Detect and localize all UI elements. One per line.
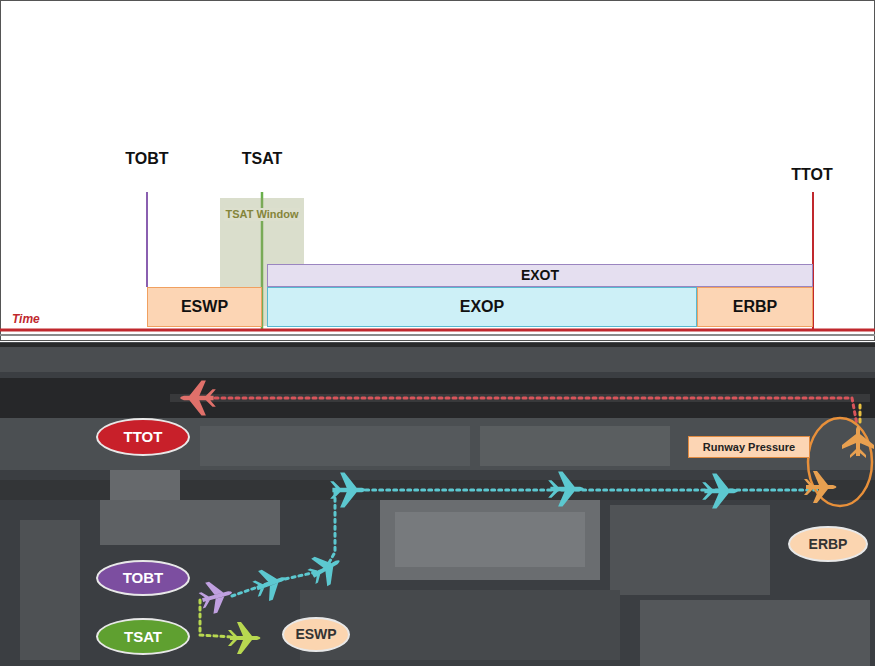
erbp-oval: ERBP <box>788 526 868 562</box>
time-axis-shadow <box>0 334 875 336</box>
tsat-oval: TSAT <box>96 618 190 655</box>
milestone-label: TOBT <box>125 150 168 168</box>
node-text: EXOP <box>460 298 504 316</box>
node-text: EXOT <box>521 267 559 283</box>
plane-icon <box>548 471 584 506</box>
node-text: Runway Pressure <box>703 441 795 454</box>
aircraft <box>180 380 874 654</box>
takeoff-path <box>215 398 857 425</box>
plane-icon <box>196 577 236 616</box>
node-text: ERBP <box>809 536 848 552</box>
node-text: TSAT Window <box>224 208 299 221</box>
time-axis <box>0 329 875 332</box>
node-text: ERBP <box>733 298 777 316</box>
tobt-oval: TOBT <box>96 560 190 596</box>
node-text: TTOT <box>124 428 163 445</box>
plane-icon <box>228 622 261 654</box>
taxi-paths <box>200 398 860 637</box>
ttot-oval: TTOT <box>96 418 190 456</box>
panel-border <box>1 1 875 341</box>
plane-icon <box>180 380 216 415</box>
taxi-path <box>232 490 825 596</box>
plane-icon <box>842 426 874 459</box>
node-text: TSAT <box>124 628 162 645</box>
plane-icon <box>250 563 291 604</box>
erbp-bar: ERBP <box>697 287 813 327</box>
exot-bar: EXOT <box>267 264 813 287</box>
node-text: TOBT <box>123 569 164 586</box>
tobt-marker <box>146 192 148 287</box>
exop-bar: EXOP <box>267 287 697 327</box>
plane-icon <box>330 472 366 507</box>
milestone-label: TSAT <box>242 150 283 168</box>
plane-icon <box>303 547 347 591</box>
node-text: ESWP <box>181 298 228 316</box>
node-text: ESWP <box>295 626 336 642</box>
aerial-photo <box>0 342 875 666</box>
eswp-oval: ESWP <box>282 617 350 652</box>
axis-label: Time <box>12 313 40 327</box>
plane-icon <box>702 473 738 508</box>
milestone-label: TTOT <box>791 166 832 184</box>
eswp-bar: ESWP <box>147 287 262 327</box>
runway-pressure-box: Runway Pressure <box>688 436 810 458</box>
plane-icon <box>804 471 837 503</box>
runway-entry-path <box>859 405 862 425</box>
